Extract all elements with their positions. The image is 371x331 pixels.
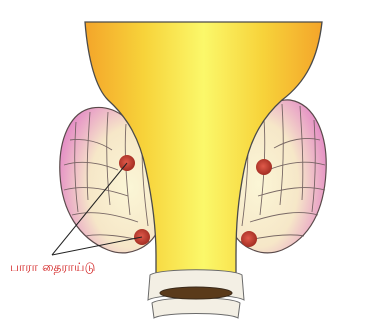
parathyroid-gland-icon	[256, 159, 272, 175]
parathyroid-label: பாரா தைராய்டு	[10, 260, 96, 276]
trachea-opening	[160, 287, 232, 299]
parathyroid-gland-icon	[241, 231, 257, 247]
